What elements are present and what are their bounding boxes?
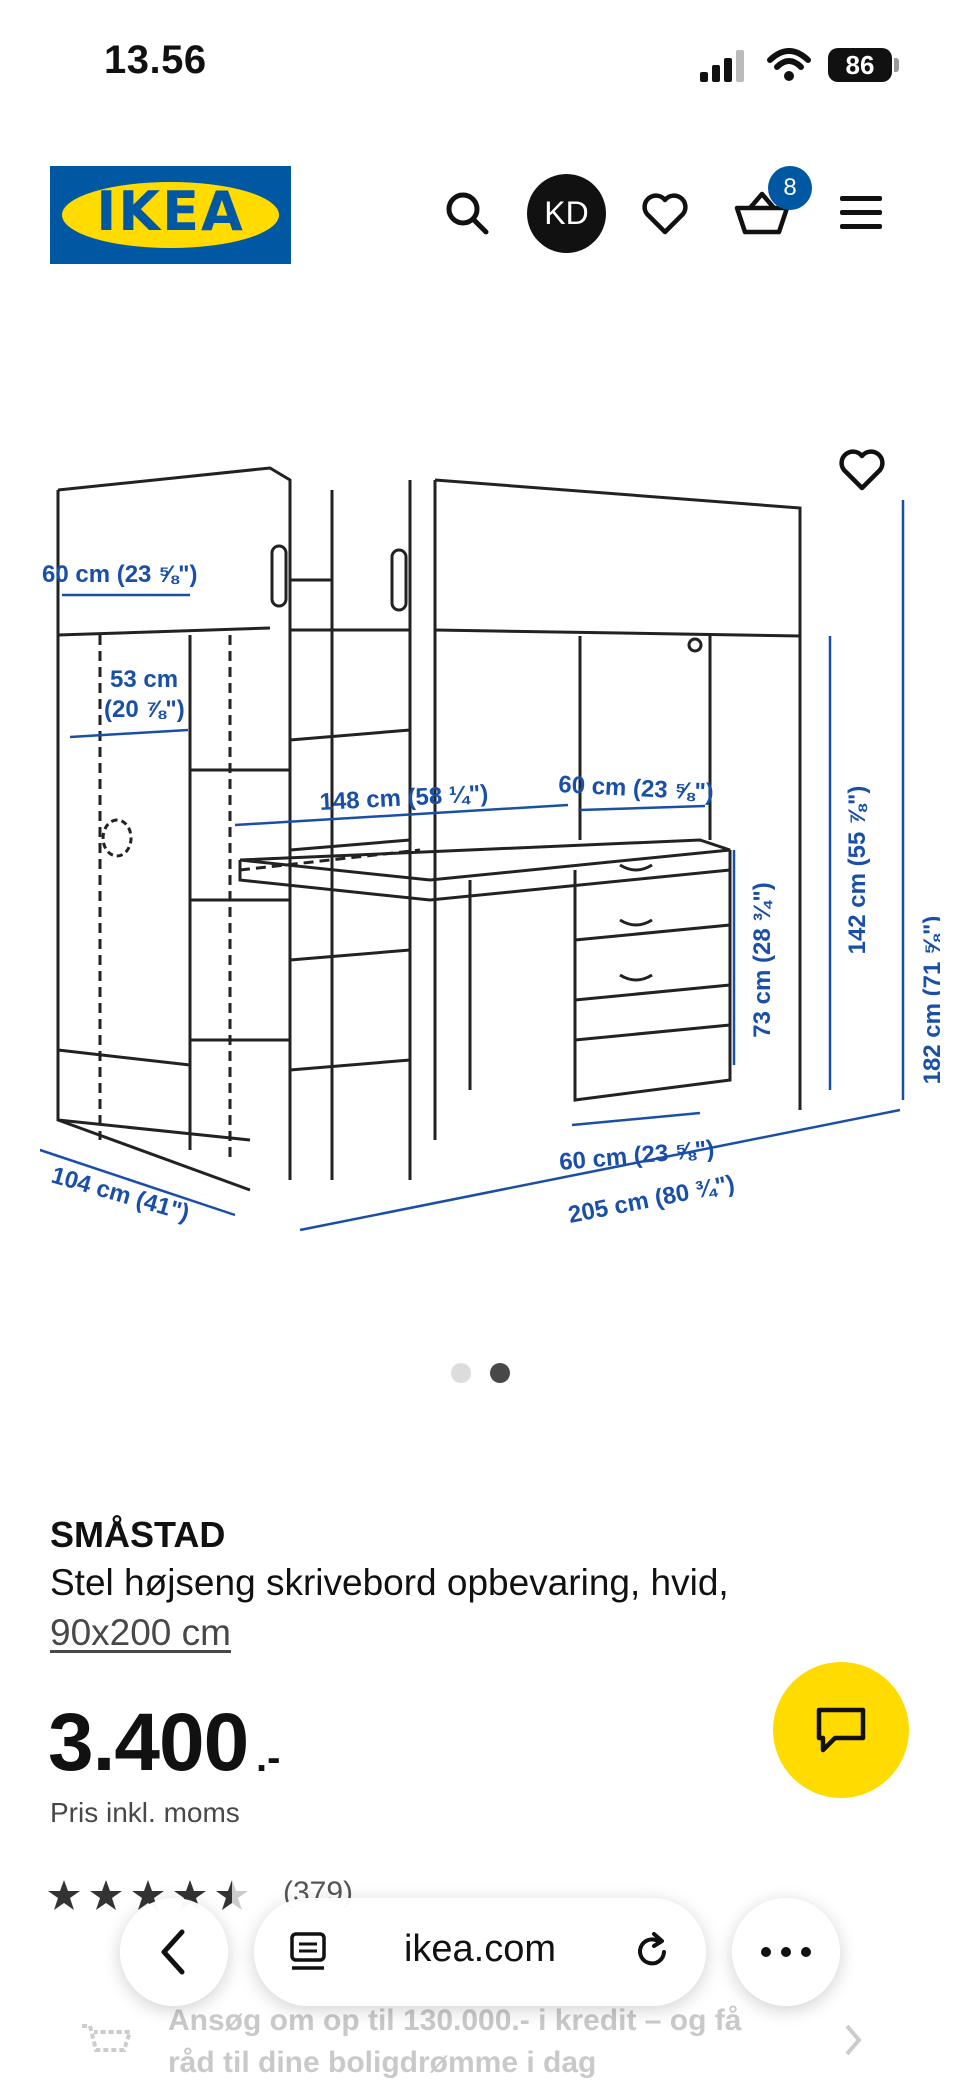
product-price-suffix: .-	[256, 1736, 281, 1780]
dim-total-length: 205 cm (80 ¾")	[566, 1170, 737, 1229]
loft-bed-dimension-drawing: 60 cm (23 ⅝") 53 cm (20 ⅞") 148 cm (58 ¼…	[24, 466, 946, 1232]
battery-indicator: 86	[828, 48, 892, 82]
dim-top-shelf-width: 60 cm (23 ⅝")	[42, 561, 197, 588]
search-icon[interactable]	[444, 190, 490, 236]
half-star-icon	[216, 1880, 248, 1910]
star-icon	[132, 1880, 164, 1910]
credit-cart-icon	[82, 2024, 133, 2052]
star-icon	[90, 1880, 122, 1910]
menu-hamburger-icon[interactable]	[840, 196, 882, 230]
credit-banner-text: Ansøg om op til 130.000.- i kredit – og …	[168, 2000, 788, 2084]
cellular-signal-icon	[700, 50, 744, 82]
product-price: 3.400	[48, 1697, 249, 1788]
chevron-left-icon	[161, 1929, 185, 1975]
chat-button[interactable]	[773, 1662, 909, 1798]
battery-nub	[894, 58, 899, 72]
rating-stars[interactable]	[48, 1878, 268, 1914]
reader-view-icon[interactable]	[290, 1932, 326, 1972]
favorites-heart-icon[interactable]	[641, 192, 689, 236]
cart-count-badge: 8	[768, 166, 812, 210]
credit-banner[interactable]: Ansøg om op til 130.000.- i kredit – og …	[0, 2000, 960, 2079]
product-image-gallery[interactable]: 60 cm (23 ⅝") 53 cm (20 ⅞") 148 cm (58 ¼…	[24, 440, 946, 1310]
ikea-logo[interactable]: IKEA	[50, 166, 291, 264]
gallery-dot-2-active[interactable]	[490, 1363, 510, 1383]
dim-total-height: 182 cm (71 ⅝")	[919, 916, 940, 1085]
wifi-icon	[767, 48, 811, 81]
shopping-basket-icon[interactable]	[734, 190, 790, 236]
dim-inner-width-cm: 53 cm	[110, 666, 178, 693]
star-icon	[174, 1880, 206, 1910]
price-vat-note: Pris inkl. moms	[50, 1797, 240, 1828]
logo-oval	[62, 182, 279, 248]
dim-total-depth: 104 cm (41")	[48, 1162, 192, 1227]
user-avatar[interactable]: KD	[527, 174, 606, 253]
product-size-link[interactable]: 90x200 cm	[50, 1612, 231, 1653]
save-to-list-heart-icon[interactable]	[838, 448, 886, 492]
reload-icon[interactable]	[632, 1932, 672, 1972]
product-description: Stel højseng skrivebord opbevaring, hvid…	[50, 1562, 729, 1603]
logo-text: IKEA	[96, 180, 245, 243]
browser-back-button[interactable]	[120, 1898, 228, 2006]
credit-banner-line1: Ansøg om op til 130.000.- i kredit – og …	[168, 2004, 742, 2037]
status-time: 13.56	[104, 38, 207, 82]
dim-inner-width-in: (20 ⅞")	[104, 696, 185, 723]
url-text: ikea.com	[403, 1928, 557, 1970]
dim-clearance-height: 142 cm (55 ⅞")	[844, 786, 871, 955]
browser-more-button[interactable]	[732, 1898, 840, 2006]
gallery-dot-1[interactable]	[451, 1363, 471, 1383]
product-name: SMÅSTAD	[50, 1514, 226, 1555]
more-dots-icon	[761, 1947, 811, 1957]
dim-desk-height: 73 cm (28 ¾")	[749, 882, 776, 1037]
dim-drawer-depth: 60 cm (23 ⅝")	[558, 1136, 715, 1176]
chat-bubble-icon	[816, 1707, 866, 1753]
credit-banner-line2: råd til dine boligdrømme i dag	[168, 2046, 597, 2079]
chevron-right-icon	[845, 2024, 862, 2056]
browser-address-bar[interactable]: ikea.com	[254, 1898, 706, 2006]
star-icon	[48, 1880, 80, 1910]
